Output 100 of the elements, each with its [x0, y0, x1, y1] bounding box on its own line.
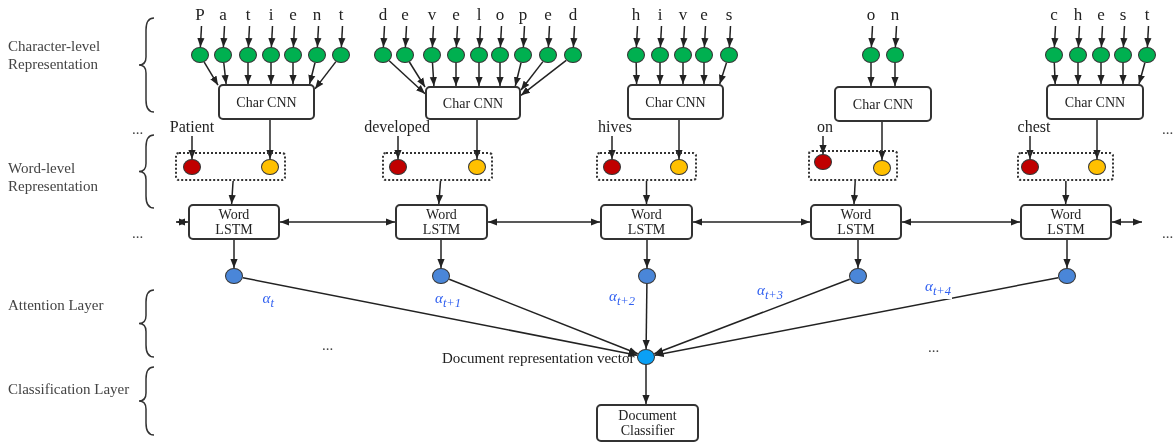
arrow	[692, 218, 811, 226]
arrow	[242, 276, 638, 358]
character-label: d	[375, 6, 391, 26]
character-embedding-circle	[627, 47, 645, 63]
character-label: n	[309, 6, 325, 26]
arrow	[656, 62, 664, 85]
character-label: e	[448, 6, 464, 26]
character-embedding-circle	[191, 47, 209, 63]
arrow	[657, 25, 665, 48]
arrow	[1119, 62, 1127, 85]
arrow	[221, 62, 229, 85]
arrow	[642, 180, 651, 205]
arrow	[868, 25, 876, 48]
character-label: i	[652, 6, 668, 26]
arrow	[380, 25, 388, 48]
arrow	[520, 25, 528, 48]
arrow	[653, 278, 851, 355]
character-label: s	[721, 6, 737, 26]
ellipsis: ...	[1162, 120, 1174, 138]
word-embedding-circle	[183, 159, 201, 175]
character-embedding-circle	[539, 47, 557, 63]
word-label: developed	[357, 118, 437, 136]
arrow	[402, 25, 410, 48]
arrow	[1093, 119, 1101, 160]
arrow	[642, 364, 650, 405]
layer-label: Classification Layer	[8, 380, 131, 398]
character-label: t	[240, 6, 256, 26]
character-label: e	[540, 6, 556, 26]
character-label: p	[515, 6, 531, 26]
lstm-box: Word LSTM	[600, 204, 693, 240]
arrow	[230, 239, 238, 269]
character-label: t	[1139, 6, 1155, 26]
char-cnn-box: Char CNN	[627, 84, 724, 120]
arrow	[867, 62, 875, 87]
character-embedding-circle	[695, 47, 713, 63]
arrow	[244, 62, 252, 85]
arrow	[1120, 25, 1128, 48]
character-embedding-circle	[214, 47, 232, 63]
character-label: e	[696, 6, 712, 26]
character-embedding-circle	[651, 47, 669, 63]
arrow	[1051, 25, 1059, 48]
document-vector-circle	[637, 349, 655, 365]
character-label: e	[1093, 6, 1109, 26]
arrow	[267, 62, 275, 85]
arrow	[1144, 25, 1152, 48]
layer-label: Word-level Representation	[8, 159, 99, 195]
arrow	[197, 25, 205, 48]
arrow	[632, 62, 641, 85]
character-embedding-circle	[447, 47, 465, 63]
word-label: Patient	[152, 118, 232, 136]
beside-label: Document representation vector	[442, 349, 635, 367]
word-vector-box	[382, 152, 493, 181]
arrow	[633, 25, 641, 48]
char-feature-circle	[468, 159, 486, 175]
character-label: o	[492, 6, 508, 26]
character-embedding-circle	[284, 47, 302, 63]
attention-circle	[432, 268, 450, 284]
arrow	[718, 61, 728, 85]
arrow	[408, 61, 426, 88]
attention-circle	[638, 268, 656, 284]
arrow	[308, 62, 316, 85]
ellipsis: ...	[132, 224, 144, 242]
character-embedding-circle	[1114, 47, 1132, 63]
character-embedding-circle	[374, 47, 392, 63]
arrow	[1137, 62, 1146, 85]
char-cnn-box: Char CNN	[218, 84, 315, 120]
attention-circle	[849, 268, 867, 284]
char-cnn-box: Char CNN	[1046, 84, 1144, 120]
arrow	[448, 278, 639, 355]
lstm-box: Word LSTM	[395, 204, 488, 240]
character-label: d	[565, 6, 581, 26]
layer-label: Attention Layer	[8, 296, 105, 314]
attention-circle	[225, 268, 243, 284]
arrow	[266, 119, 274, 160]
character-embedding-circle	[423, 47, 441, 63]
arrow	[476, 25, 484, 48]
arrow	[520, 60, 544, 91]
char-feature-circle	[670, 159, 688, 175]
character-embedding-circle	[1045, 47, 1063, 63]
arrow	[1075, 25, 1083, 48]
character-label: e	[397, 6, 413, 26]
arrow	[203, 61, 219, 86]
word-label: hives	[575, 118, 655, 136]
arrow	[701, 25, 709, 48]
character-label: h	[628, 6, 644, 26]
attention-circle	[1058, 268, 1076, 284]
char-cnn-box: Char CNN	[834, 86, 932, 122]
arrow	[175, 218, 189, 226]
arrow	[1063, 239, 1071, 269]
lstm-box: Word LSTM	[810, 204, 902, 240]
arrow	[570, 25, 578, 48]
char-feature-circle	[873, 160, 891, 176]
arrow	[473, 119, 481, 160]
arrow	[1026, 135, 1034, 160]
word-vector-box	[596, 152, 697, 181]
arrow	[475, 62, 483, 87]
arrow	[680, 25, 688, 48]
arrow	[220, 25, 228, 48]
character-label: t	[333, 6, 349, 26]
word-label: chest	[994, 118, 1074, 136]
